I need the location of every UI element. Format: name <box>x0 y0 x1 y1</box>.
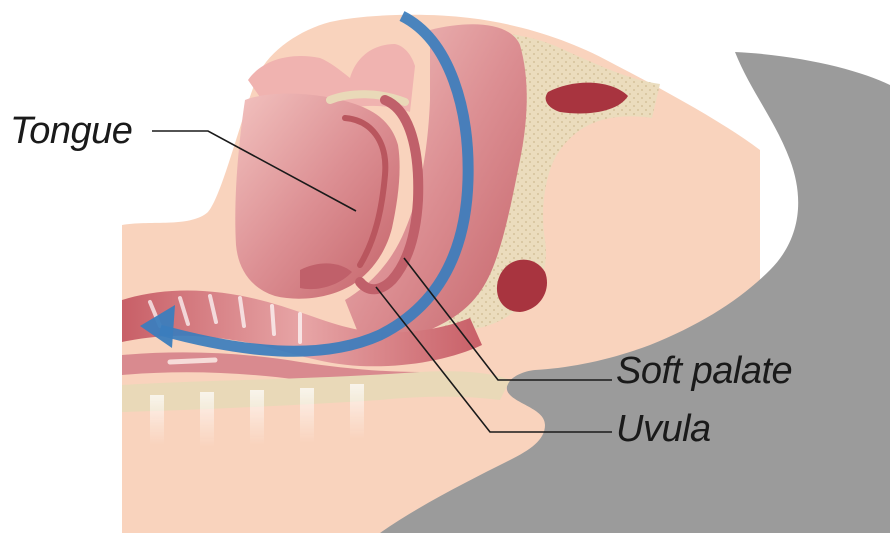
uvula-label: Uvula <box>616 410 711 448</box>
tongue-label: Tongue <box>10 112 132 150</box>
esophagus-lining <box>170 360 215 362</box>
soft-palate-label: Soft palate <box>616 352 792 390</box>
